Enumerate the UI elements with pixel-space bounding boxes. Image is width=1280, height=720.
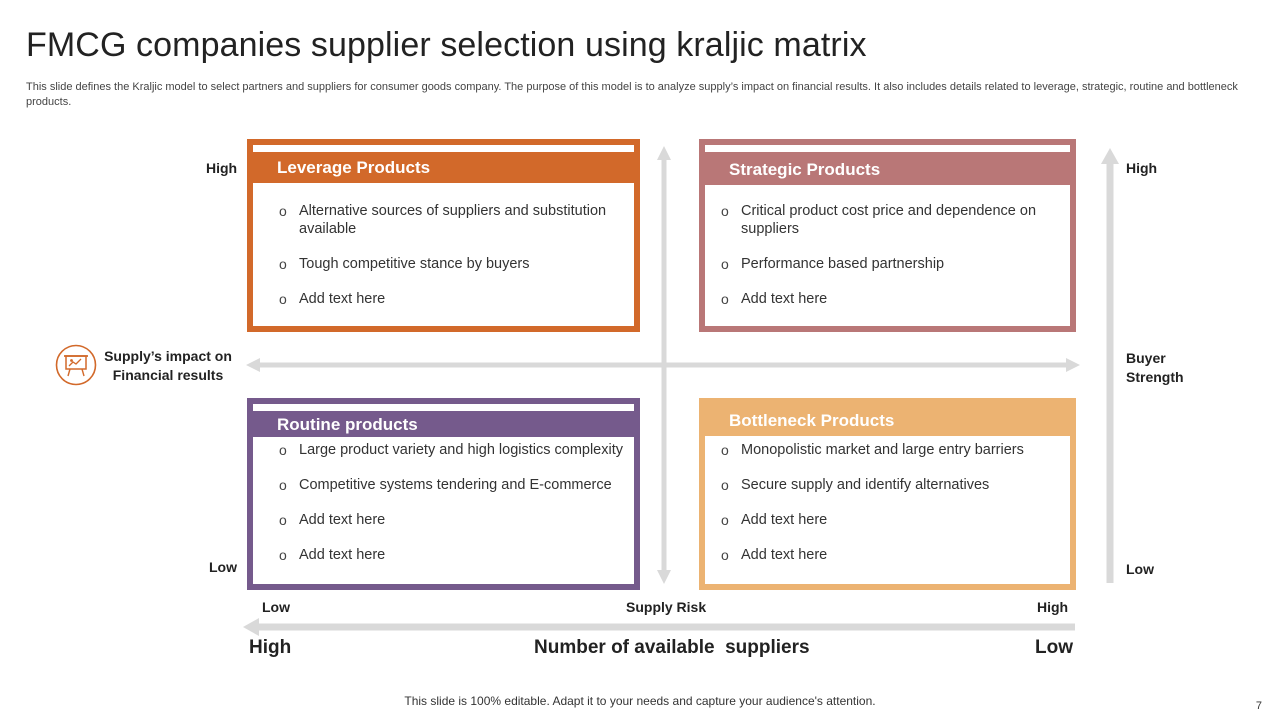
right-axis-title-line2: Strength xyxy=(1126,369,1184,385)
bullet-icon: o xyxy=(721,477,729,493)
quadrant-top-strip xyxy=(253,145,634,152)
bullet-icon: o xyxy=(279,547,287,563)
suppliers-axis-label: Number of available suppliers xyxy=(534,637,810,658)
bullet-icon: o xyxy=(279,512,287,528)
left-axis-title-line2: Financial results xyxy=(112,367,224,383)
page-number: 7 xyxy=(1255,700,1262,712)
quadrant-title-strategic: Strategic Products xyxy=(729,160,881,179)
bullet-icon: o xyxy=(721,291,729,307)
center-horizontal-arrow xyxy=(246,358,1080,372)
buyer-strength-arrow xyxy=(1101,148,1119,583)
bullet-icon: o xyxy=(721,512,729,528)
right-axis-title: Buyer Strength xyxy=(1126,349,1184,387)
quadrant-title-routine: Routine products xyxy=(277,415,418,434)
presentation-board-icon xyxy=(55,344,97,386)
supply-risk-label: Supply Risk xyxy=(626,599,707,615)
left-axis-title: Supply’s impact on Financial results xyxy=(104,347,232,385)
bullet-icon: o xyxy=(721,547,729,563)
left-axis-low-label: Low xyxy=(209,559,237,575)
right-axis-title-line1: Buyer xyxy=(1126,350,1166,366)
bullet-icon: o xyxy=(721,256,729,272)
left-axis-high-label: High xyxy=(206,160,238,176)
bullet-icon: o xyxy=(279,203,287,219)
bullet-icon: o xyxy=(279,442,287,458)
quadrant-title-bottleneck: Bottleneck Products xyxy=(729,411,895,430)
page-title: FMCG companies supplier selection using … xyxy=(26,26,867,64)
bullet-icon: o xyxy=(279,477,287,493)
quadrant-top-strip xyxy=(253,404,634,411)
bullet-icon: o xyxy=(721,442,729,458)
right-axis-low-label: Low xyxy=(1126,561,1154,577)
suppliers-arrow xyxy=(243,618,1075,636)
bullet-icon: o xyxy=(279,256,287,272)
supply-risk-low-label: Low xyxy=(262,599,290,615)
suppliers-low-label: Low xyxy=(1035,637,1073,658)
footer-note: This slide is 100% editable. Adapt it to… xyxy=(404,694,876,708)
suppliers-high-label: High xyxy=(249,637,292,658)
quadrant-top-strip xyxy=(705,145,1070,152)
right-axis-high-label: High xyxy=(1126,160,1158,176)
quadrant-title-leverage: Leverage Products xyxy=(277,158,431,177)
page-subtitle: This slide defines the Kraljic model to … xyxy=(26,81,1238,108)
bullet-icon: o xyxy=(279,291,287,307)
bullet-icon: o xyxy=(721,203,729,219)
supply-risk-high-label: High xyxy=(1037,599,1069,615)
left-axis-title-line1: Supply’s impact on xyxy=(104,348,232,364)
